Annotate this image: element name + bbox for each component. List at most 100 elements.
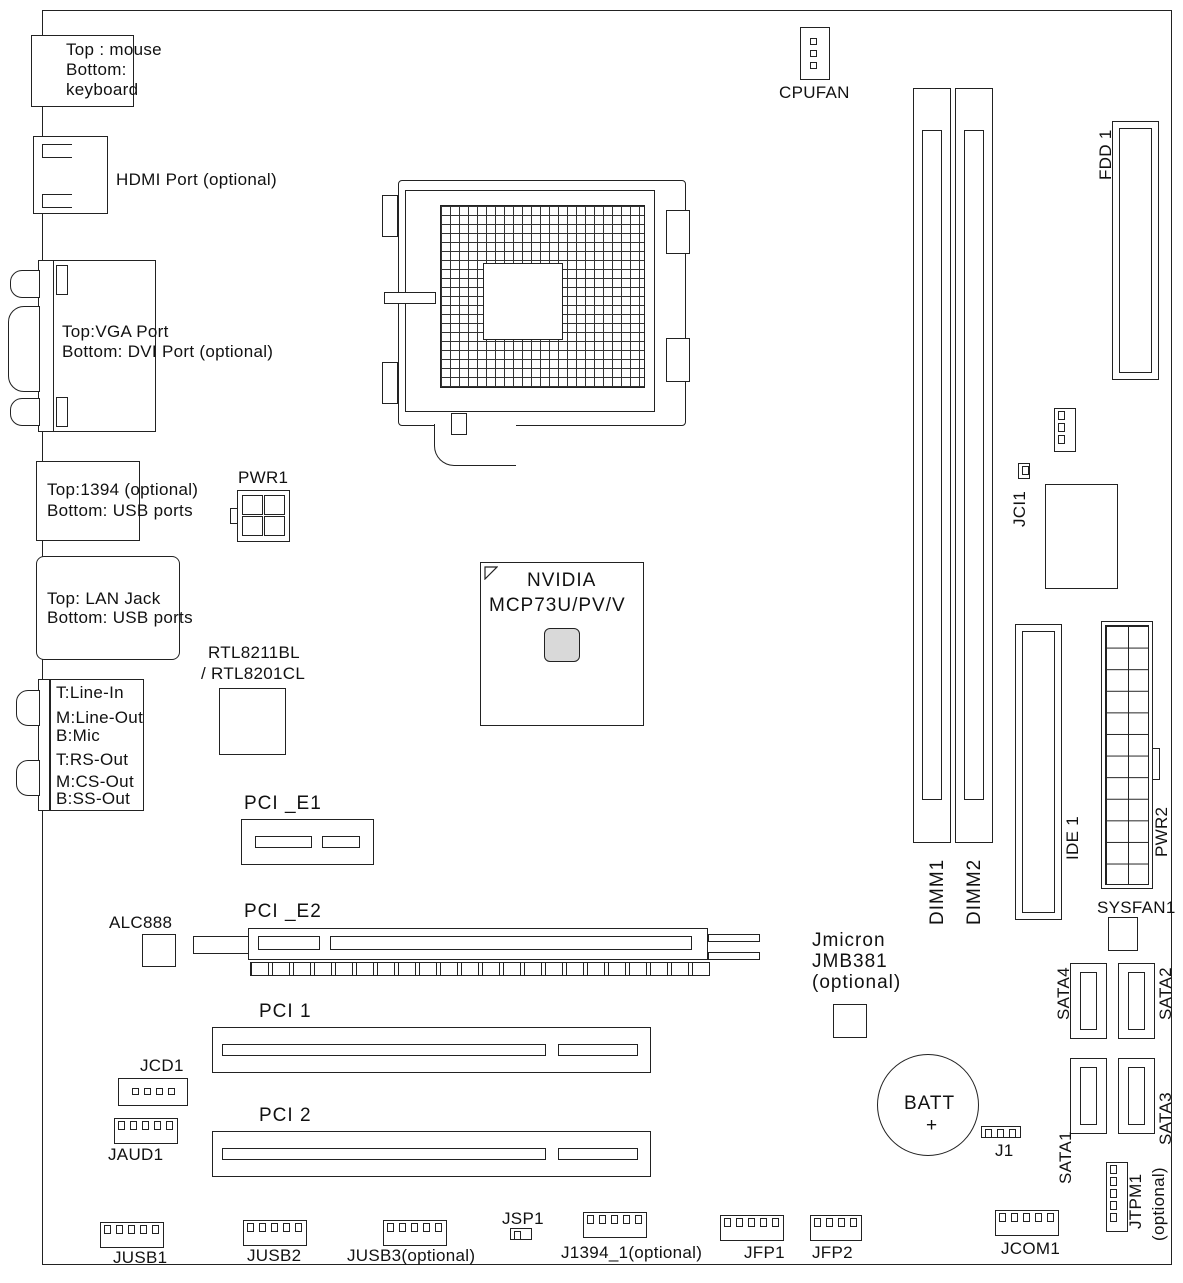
vga-bottom-label: Bottom: DVI Port (optional) <box>62 342 274 361</box>
pci1-inner <box>222 1044 546 1056</box>
jfp1-label: JFP1 <box>744 1243 785 1262</box>
ps2-top-label: Top : mouse <box>66 40 162 59</box>
sata3-inner <box>1128 1067 1145 1125</box>
hdmi-notch-top <box>42 144 72 158</box>
header-pin <box>116 1225 123 1234</box>
usb-1394-bottom-label: Bottom: USB ports <box>47 501 193 520</box>
jci-area-header <box>1054 408 1076 452</box>
vga-side-strip <box>38 260 54 432</box>
jmicron-label-1: Jmicron <box>812 930 886 951</box>
sysfan1-header <box>1108 917 1138 951</box>
vga-top-label: Top:VGA Port <box>62 322 169 341</box>
pwr1-cell <box>242 516 263 536</box>
vga-bottom-screw <box>10 398 40 426</box>
header-pin <box>1023 1213 1030 1222</box>
ps2-bottom-label: keyboard <box>66 80 139 99</box>
header-pin <box>838 1218 845 1227</box>
pwr1-latch <box>230 508 238 524</box>
cpu-latch-bottom <box>666 338 690 382</box>
header-pin <box>748 1218 755 1227</box>
jaud1-header <box>114 1118 178 1144</box>
lan-bottom-label: Bottom: USB ports <box>47 608 193 627</box>
battery <box>877 1054 979 1156</box>
jci1-header <box>1018 463 1030 479</box>
header-pin <box>514 1231 521 1240</box>
pcie2-retention-right <box>708 934 760 942</box>
cpu-center-cavity <box>483 263 563 340</box>
header-pin <box>1058 435 1065 444</box>
jtpm1-label: JTPM1 <box>1126 1173 1145 1229</box>
audio-jacks <box>50 679 144 811</box>
jusb1-header <box>100 1222 164 1248</box>
pcie1-inner <box>322 836 360 848</box>
jsp1-label: JSP1 <box>502 1209 544 1228</box>
pci2-label: PCI 2 <box>259 1105 312 1126</box>
dimm1-label: DIMM1 <box>927 858 948 925</box>
header-pin <box>140 1225 147 1234</box>
header-pin <box>283 1223 290 1232</box>
header-pin <box>166 1121 173 1130</box>
header-pin <box>399 1223 406 1232</box>
pcie2-inner <box>258 936 320 950</box>
audio-rs-out-label: T:RS-Out <box>56 750 129 769</box>
cpu-latch-top <box>666 210 690 254</box>
audio-line-in-label: T:Line-In <box>56 683 124 702</box>
header-pin <box>411 1223 418 1232</box>
header-pin <box>142 1121 149 1130</box>
header-pin <box>1110 1201 1117 1210</box>
jusb2-header <box>243 1220 307 1246</box>
header-pin <box>152 1225 159 1234</box>
jusb1-label: JUSB1 <box>113 1248 168 1267</box>
ps2-port <box>44 35 134 107</box>
pwr1-cell <box>242 495 263 515</box>
pci1-label: PCI 1 <box>259 1001 312 1022</box>
lan-top-label: Top: LAN Jack <box>47 589 161 608</box>
pcie2-label: PCI _E2 <box>244 901 322 922</box>
jfp2-label: JFP2 <box>812 1243 853 1262</box>
sata1-inner <box>1080 1067 1097 1125</box>
pwr2-cells <box>1105 625 1149 885</box>
dimm2-inner <box>964 130 984 800</box>
j1-label: J1 <box>995 1141 1014 1160</box>
dimm1-inner <box>922 130 942 800</box>
sata1-label: SATA1 <box>1056 1131 1075 1184</box>
jcd1-header <box>118 1078 188 1106</box>
hdmi-notch-bottom <box>42 194 72 208</box>
header-pin <box>104 1225 111 1234</box>
jusb3-header <box>383 1220 447 1246</box>
fdd1-label: FDD 1 <box>1096 129 1115 180</box>
jaud1-label: JAUD1 <box>108 1145 164 1164</box>
cpu-lever-hook <box>434 424 516 466</box>
header-pin <box>772 1218 779 1227</box>
header-pin <box>999 1213 1006 1222</box>
lan-chip-label-1: RTL8211BL <box>208 643 300 662</box>
pwr2-latch <box>1152 748 1160 780</box>
jci1-label: JCI1 <box>1010 490 1029 527</box>
jcom1-header <box>995 1210 1059 1236</box>
header-pin <box>271 1223 278 1232</box>
header-pin <box>997 1129 1004 1138</box>
j1394-label: J1394_1(optional) <box>561 1243 703 1262</box>
jfp1-header <box>720 1215 784 1241</box>
header-pin <box>635 1215 642 1224</box>
audio-bump-bottom <box>16 760 40 796</box>
sata2-inner <box>1128 972 1145 1030</box>
header-pin <box>985 1129 992 1138</box>
pcie1-inner <box>255 836 312 848</box>
chipset-die <box>544 628 580 662</box>
jtpm1-optional-label: (optional) <box>1149 1167 1168 1241</box>
audio-cs-out-label: M:CS-Out <box>56 772 134 791</box>
header-pin <box>1058 423 1065 432</box>
audio-side-strip <box>38 679 50 811</box>
jtpm1-header <box>1106 1162 1128 1232</box>
jcd1-pin <box>156 1088 163 1095</box>
hdmi-label: HDMI Port (optional) <box>116 170 277 189</box>
audio-bump-top <box>16 690 40 726</box>
cpufan-pin <box>810 38 817 45</box>
jcd1-label: JCD1 <box>140 1056 184 1075</box>
vga-dsub <box>8 306 40 392</box>
audio-line-out-label: M:Line-Out <box>56 708 144 727</box>
battery-label: BATT <box>904 1093 956 1114</box>
header-pin <box>1009 1129 1016 1138</box>
jsp1-header <box>510 1228 532 1240</box>
